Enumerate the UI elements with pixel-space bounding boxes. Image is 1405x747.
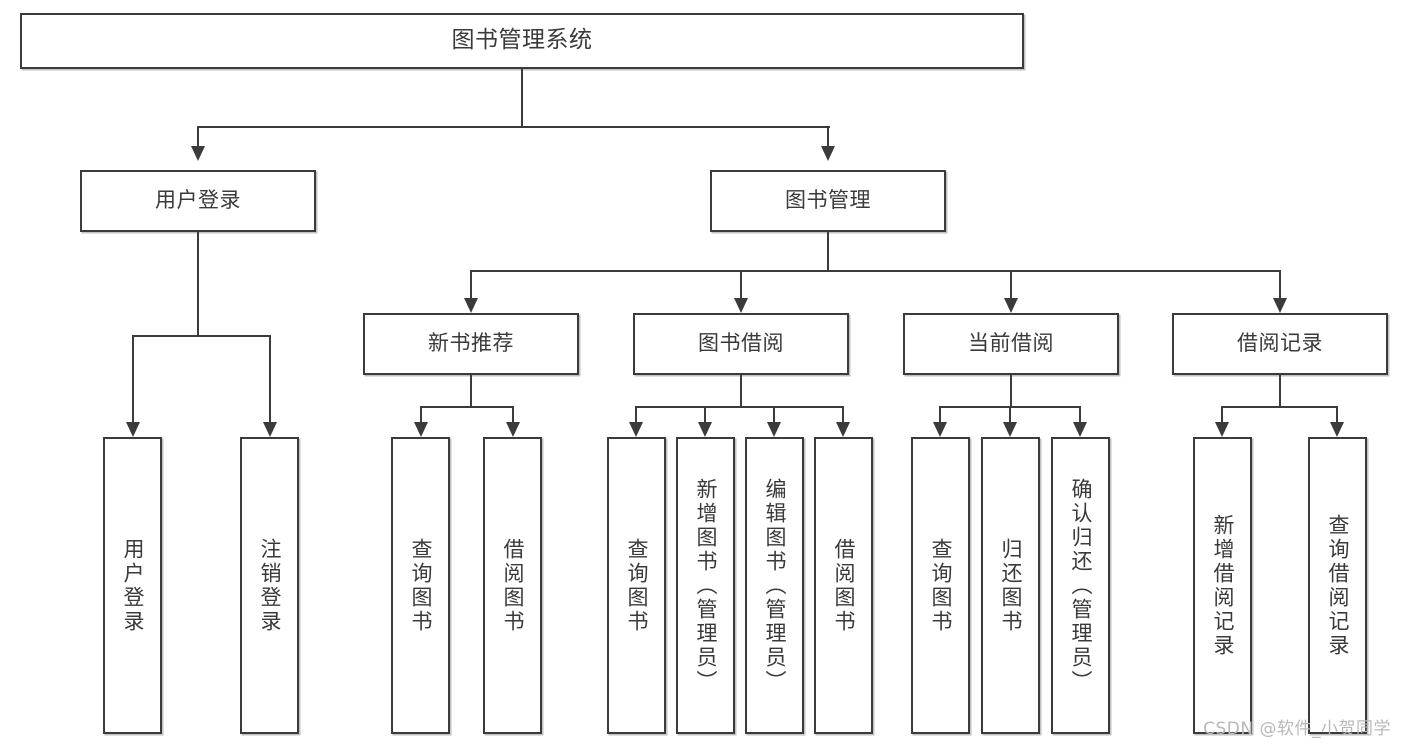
connector-new-book-branch-2 [512,406,514,422]
node-label: 借阅图书 [501,537,525,634]
connector-new-book-branch-1 [420,406,422,422]
arrow-to-leaf-query-book-2 [629,422,643,437]
arrow-to-book-borrow [734,298,748,313]
node-label: 新增图书（管理员） [694,477,718,694]
node-label: 查询借阅记录 [1326,513,1350,658]
node-user-login[interactable]: 用户登录 [80,170,316,232]
node-label: 借阅图书 [832,537,856,634]
connector-user-login-bar [133,335,271,337]
leaf-edit-book[interactable]: 编辑图书（管理员） [745,437,804,734]
connector-current-borrow-stem [1010,375,1012,406]
connector-lvl2-branch-4 [1279,270,1281,298]
connector-current-borrow-branch-1 [939,406,941,422]
connector-borrow-record-stem [1279,375,1281,406]
connector-book-borrow-branch-1 [635,406,637,422]
leaf-query-book-borrow[interactable]: 查询图书 [607,437,666,734]
leaf-borrow-book[interactable]: 借阅图书 [814,437,873,734]
node-label: 图书管理系统 [451,27,593,54]
node-label: 新书推荐 [428,331,514,356]
leaf-confirm-return[interactable]: 确认归还（管理员） [1051,437,1110,734]
connector-lvl2-branch-1 [470,270,472,298]
node-borrow-record[interactable]: 借阅记录 [1172,313,1388,375]
node-label: 图书借阅 [698,331,784,356]
node-label: 查询图书 [625,537,649,634]
node-current-borrow[interactable]: 当前借阅 [903,313,1119,375]
arrow-to-leaf-return-book [1003,422,1017,437]
arrow-to-leaf-confirm-return [1073,422,1087,437]
arrow-to-leaf-user-login [126,422,140,437]
connector-book-borrow-stem [740,375,742,406]
connector-lvl2-branch-3 [1010,270,1012,298]
leaf-user-login[interactable]: 用户登录 [103,437,162,734]
arrow-to-leaf-logout [263,422,277,437]
node-label: 用户登录 [155,188,241,213]
node-label: 借阅记录 [1237,331,1323,356]
arrow-to-leaf-borrow-book-1 [506,422,520,437]
connector-borrow-record-branch-1 [1221,406,1223,422]
connector-root-bar [198,126,830,128]
connector-root-to-lvl1-left [197,126,199,146]
connector-book-borrow-bar [636,406,844,408]
leaf-add-borrow-record[interactable]: 新增借阅记录 [1193,437,1252,734]
connector-borrow-record-branch-2 [1336,406,1338,422]
connector-book-manage-stem [827,232,829,270]
arrow-to-leaf-add-record [1215,422,1229,437]
connector-root-to-lvl1-right [827,126,829,146]
arrow-to-leaf-query-book-1 [414,422,428,437]
node-label: 查询图书 [929,537,953,634]
arrow-to-leaf-query-record [1330,422,1344,437]
connector-current-borrow-branch-3 [1079,406,1081,422]
node-label: 当前借阅 [968,331,1054,356]
leaf-query-book-current[interactable]: 查询图书 [911,437,970,734]
arrow-to-new-book-recommend [464,298,478,313]
node-new-book-recommend[interactable]: 新书推荐 [363,313,579,375]
arrow-to-book-manage [821,146,835,161]
arrow-to-leaf-add-book [698,422,712,437]
arrow-to-user-login [191,146,205,161]
node-label: 确认归还（管理员） [1069,477,1093,694]
connector-current-borrow-branch-2 [1009,406,1011,422]
connector-new-book-stem [470,375,472,406]
connector-user-login-branch-2 [269,335,271,422]
node-label: 用户登录 [121,537,145,634]
arrow-to-current-borrow [1004,298,1018,313]
arrow-to-leaf-query-book-3 [933,422,947,437]
connector-book-borrow-branch-4 [842,406,844,422]
leaf-add-book[interactable]: 新增图书（管理员） [676,437,735,734]
connector-lvl2-branch-2 [740,270,742,298]
arrow-to-borrow-record [1273,298,1287,313]
connector-book-borrow-branch-2 [704,406,706,422]
connector-new-book-bar [421,406,513,408]
connector-borrow-record-bar [1222,406,1338,408]
connector-user-login-stem [197,232,199,335]
leaf-query-book-recommend[interactable]: 查询图书 [391,437,450,734]
leaf-query-borrow-record[interactable]: 查询借阅记录 [1308,437,1367,734]
leaf-return-book[interactable]: 归还图书 [981,437,1040,734]
connector-book-borrow-branch-3 [773,406,775,422]
node-book-management[interactable]: 图书管理 [710,170,946,232]
node-root-system[interactable]: 图书管理系统 [20,13,1024,69]
leaf-logout[interactable]: 注销登录 [240,437,299,734]
node-label: 归还图书 [999,537,1023,634]
node-label: 注销登录 [258,537,282,634]
arrow-to-leaf-borrow-book-2 [836,422,850,437]
node-label: 新增借阅记录 [1211,513,1235,658]
node-label: 查询图书 [409,537,433,634]
leaf-borrow-book-recommend[interactable]: 借阅图书 [483,437,542,734]
csdn-watermark: CSDN @软件_小贺同学 [1203,719,1391,739]
node-label: 图书管理 [785,188,871,213]
connector-user-login-branch-1 [132,335,134,422]
connector-root-stem [521,69,523,126]
node-label: 编辑图书（管理员） [763,477,787,694]
connector-book-manage-bar [470,270,1280,272]
node-book-borrow[interactable]: 图书借阅 [633,313,849,375]
arrow-to-leaf-edit-book [767,422,781,437]
